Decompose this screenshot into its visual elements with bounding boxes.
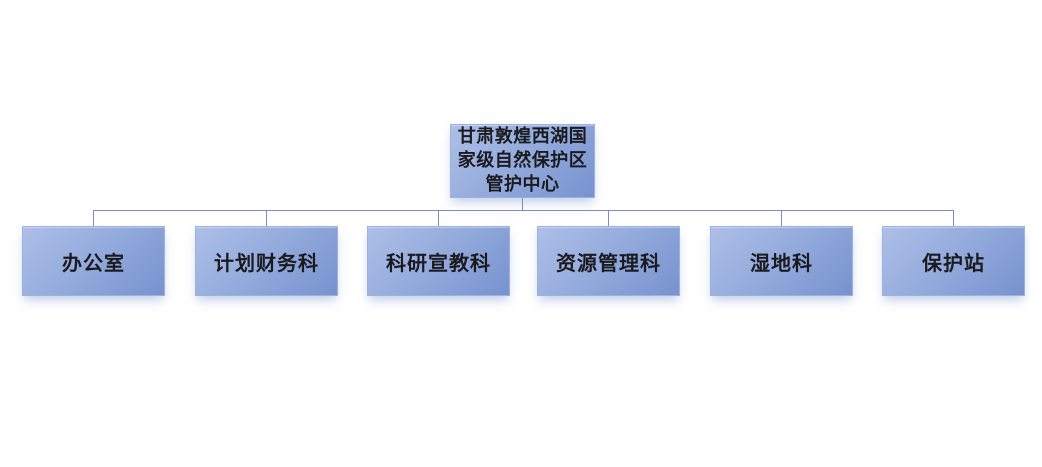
root-node-label-line-3: 管护中心 (485, 174, 560, 195)
connector-drop-protection-station (953, 210, 954, 226)
node-planning-finance-label: 计划财务科 (214, 250, 319, 275)
connector-root-stub (522, 198, 523, 210)
node-resource-management: 资源管理科 (537, 226, 680, 296)
connector-drop-office (93, 210, 94, 226)
root-node-label-line-2: 家级自然保护区 (457, 150, 588, 171)
node-planning-finance: 计划财务科 (195, 226, 338, 296)
connector-horizontal (93, 210, 954, 211)
connector-drop-research-education (438, 210, 439, 226)
node-wetland-label: 湿地科 (750, 250, 813, 275)
node-resource-management-label: 资源管理科 (556, 250, 661, 275)
node-management-center: 甘肃敦煌西湖国 家级自然保护区 管护中心 (450, 124, 595, 198)
node-protection-station-label: 保护站 (922, 250, 985, 275)
connector-drop-resource-management (608, 210, 609, 226)
node-research-education: 科研宣教科 (367, 226, 510, 296)
connector-drop-planning-finance (266, 210, 267, 226)
node-office-label: 办公室 (62, 250, 125, 275)
connector-drop-wetland (781, 210, 782, 226)
node-wetland: 湿地科 (710, 226, 853, 296)
node-protection-station: 保护站 (882, 226, 1025, 296)
node-research-education-label: 科研宣教科 (386, 250, 491, 275)
root-node-label-line-1: 甘肃敦煌西湖国 (457, 126, 588, 147)
node-office: 办公室 (22, 226, 165, 296)
